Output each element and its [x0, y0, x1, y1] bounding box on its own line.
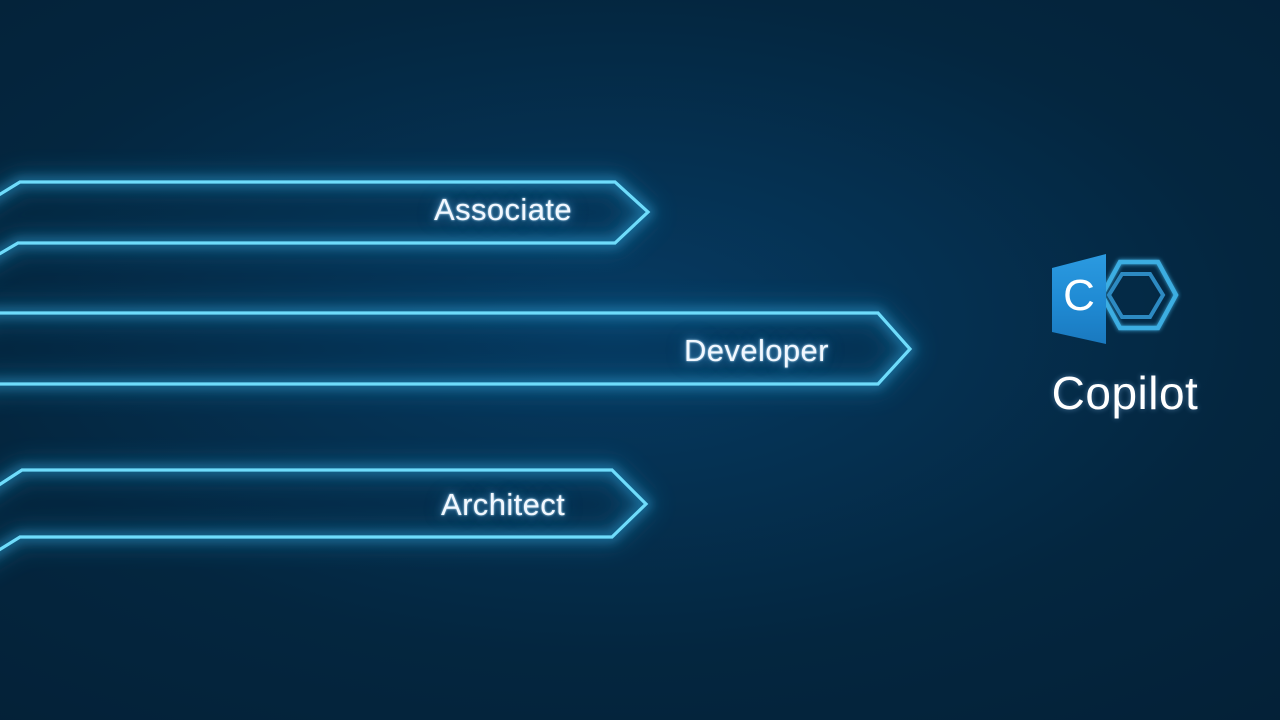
copilot-brand-lockup: C Copilot — [1020, 248, 1230, 423]
chevron-label-associate: Associate — [434, 192, 572, 227]
copilot-wordmark: Copilot — [1051, 367, 1199, 419]
chevron-label-developer: Developer — [684, 333, 829, 368]
chevron-associate[interactable] — [0, 177, 655, 330]
copilot-hexagon-inner — [1106, 272, 1166, 319]
chevron-developer[interactable] — [0, 308, 917, 470]
chevron-developer-outline — [0, 311, 913, 386]
chevron-label-architect: Architect — [441, 487, 566, 522]
chevron-architect-outline — [0, 468, 649, 552]
copilot-panel — [1052, 254, 1106, 344]
copilot-logo-icon: C — [1052, 254, 1179, 344]
chevron-associate-outline — [0, 180, 651, 256]
chevron-architect[interactable] — [0, 465, 653, 624]
copilot-mark-letter: C — [1063, 271, 1095, 320]
